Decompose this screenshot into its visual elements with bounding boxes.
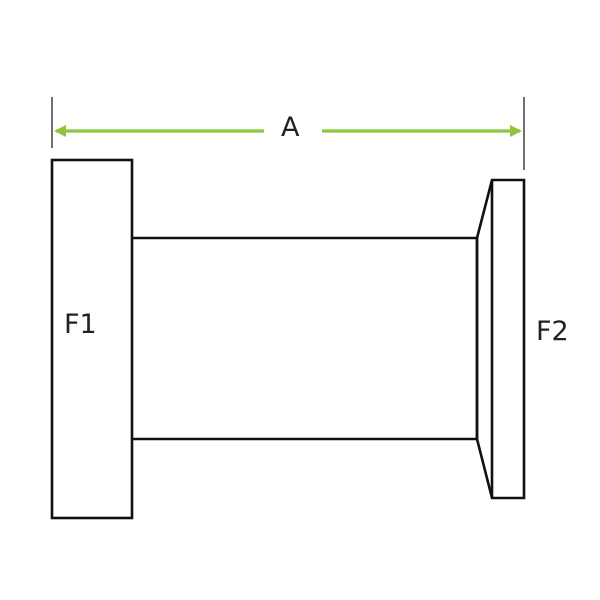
flange-label-f2: F2: [536, 316, 569, 347]
right-flange-taper: [475, 178, 526, 500]
flange-label-f1: F1: [64, 309, 97, 340]
dimension-label-a: A: [281, 112, 300, 143]
left-flange: [50, 158, 134, 520]
